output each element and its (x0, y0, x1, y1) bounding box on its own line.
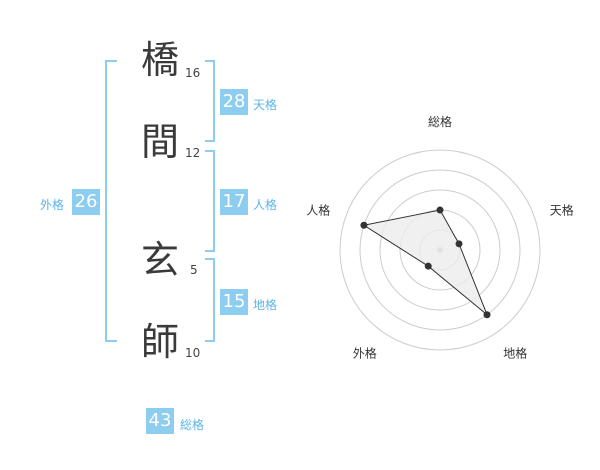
soukaku-badge: 43 (146, 408, 174, 434)
radar-polygon (362, 209, 488, 316)
radar-point-2 (455, 240, 463, 248)
chikaku-label: 地格 (253, 298, 278, 312)
radar-points (360, 206, 491, 319)
jinkaku-badge: 17 (220, 189, 248, 215)
radar-axis-label-1: 総格 (428, 114, 452, 129)
soukaku-label: 総格 (180, 418, 205, 432)
radar-axis-label-2: 天格 (550, 202, 574, 217)
chikaku-bracket (205, 258, 215, 342)
tenkaku-label: 天格 (253, 98, 278, 112)
gaikaku-bracket (105, 60, 117, 342)
stroke-count-3: 5 (190, 263, 198, 277)
radar-axis-label-4: 外格 (353, 346, 377, 361)
jinkaku-bracket (205, 150, 215, 252)
name-char-1: 橋 (141, 38, 180, 82)
tenkaku-badge: 28 (220, 89, 248, 115)
jinkaku-label: 人格 (253, 198, 278, 212)
gaikaku-label: 外格 (40, 198, 65, 212)
name-char-2: 間 (141, 120, 180, 164)
radar-grid-ring (379, 189, 501, 311)
gaikaku-badge: 26 (72, 189, 100, 215)
radar-point-1 (436, 206, 444, 214)
radar-axis-label-5: 人格 (306, 202, 330, 217)
name-char-4: 師 (141, 320, 180, 364)
stroke-count-1: 16 (185, 66, 201, 80)
tenkaku-bracket (205, 60, 215, 142)
radar-point-4 (424, 262, 432, 270)
stroke-count-4: 10 (185, 346, 201, 360)
radar-point-3 (483, 311, 491, 319)
radar-axis-label-3: 地格 (503, 346, 527, 361)
radar-shape (362, 209, 488, 316)
chikaku-badge: 15 (220, 289, 248, 315)
radar-grid-ring (359, 169, 521, 331)
radar-point-5 (360, 221, 368, 229)
radar-grid-ring (339, 149, 541, 351)
stroke-count-2: 12 (185, 146, 201, 160)
name-char-3: 玄 (141, 238, 180, 282)
